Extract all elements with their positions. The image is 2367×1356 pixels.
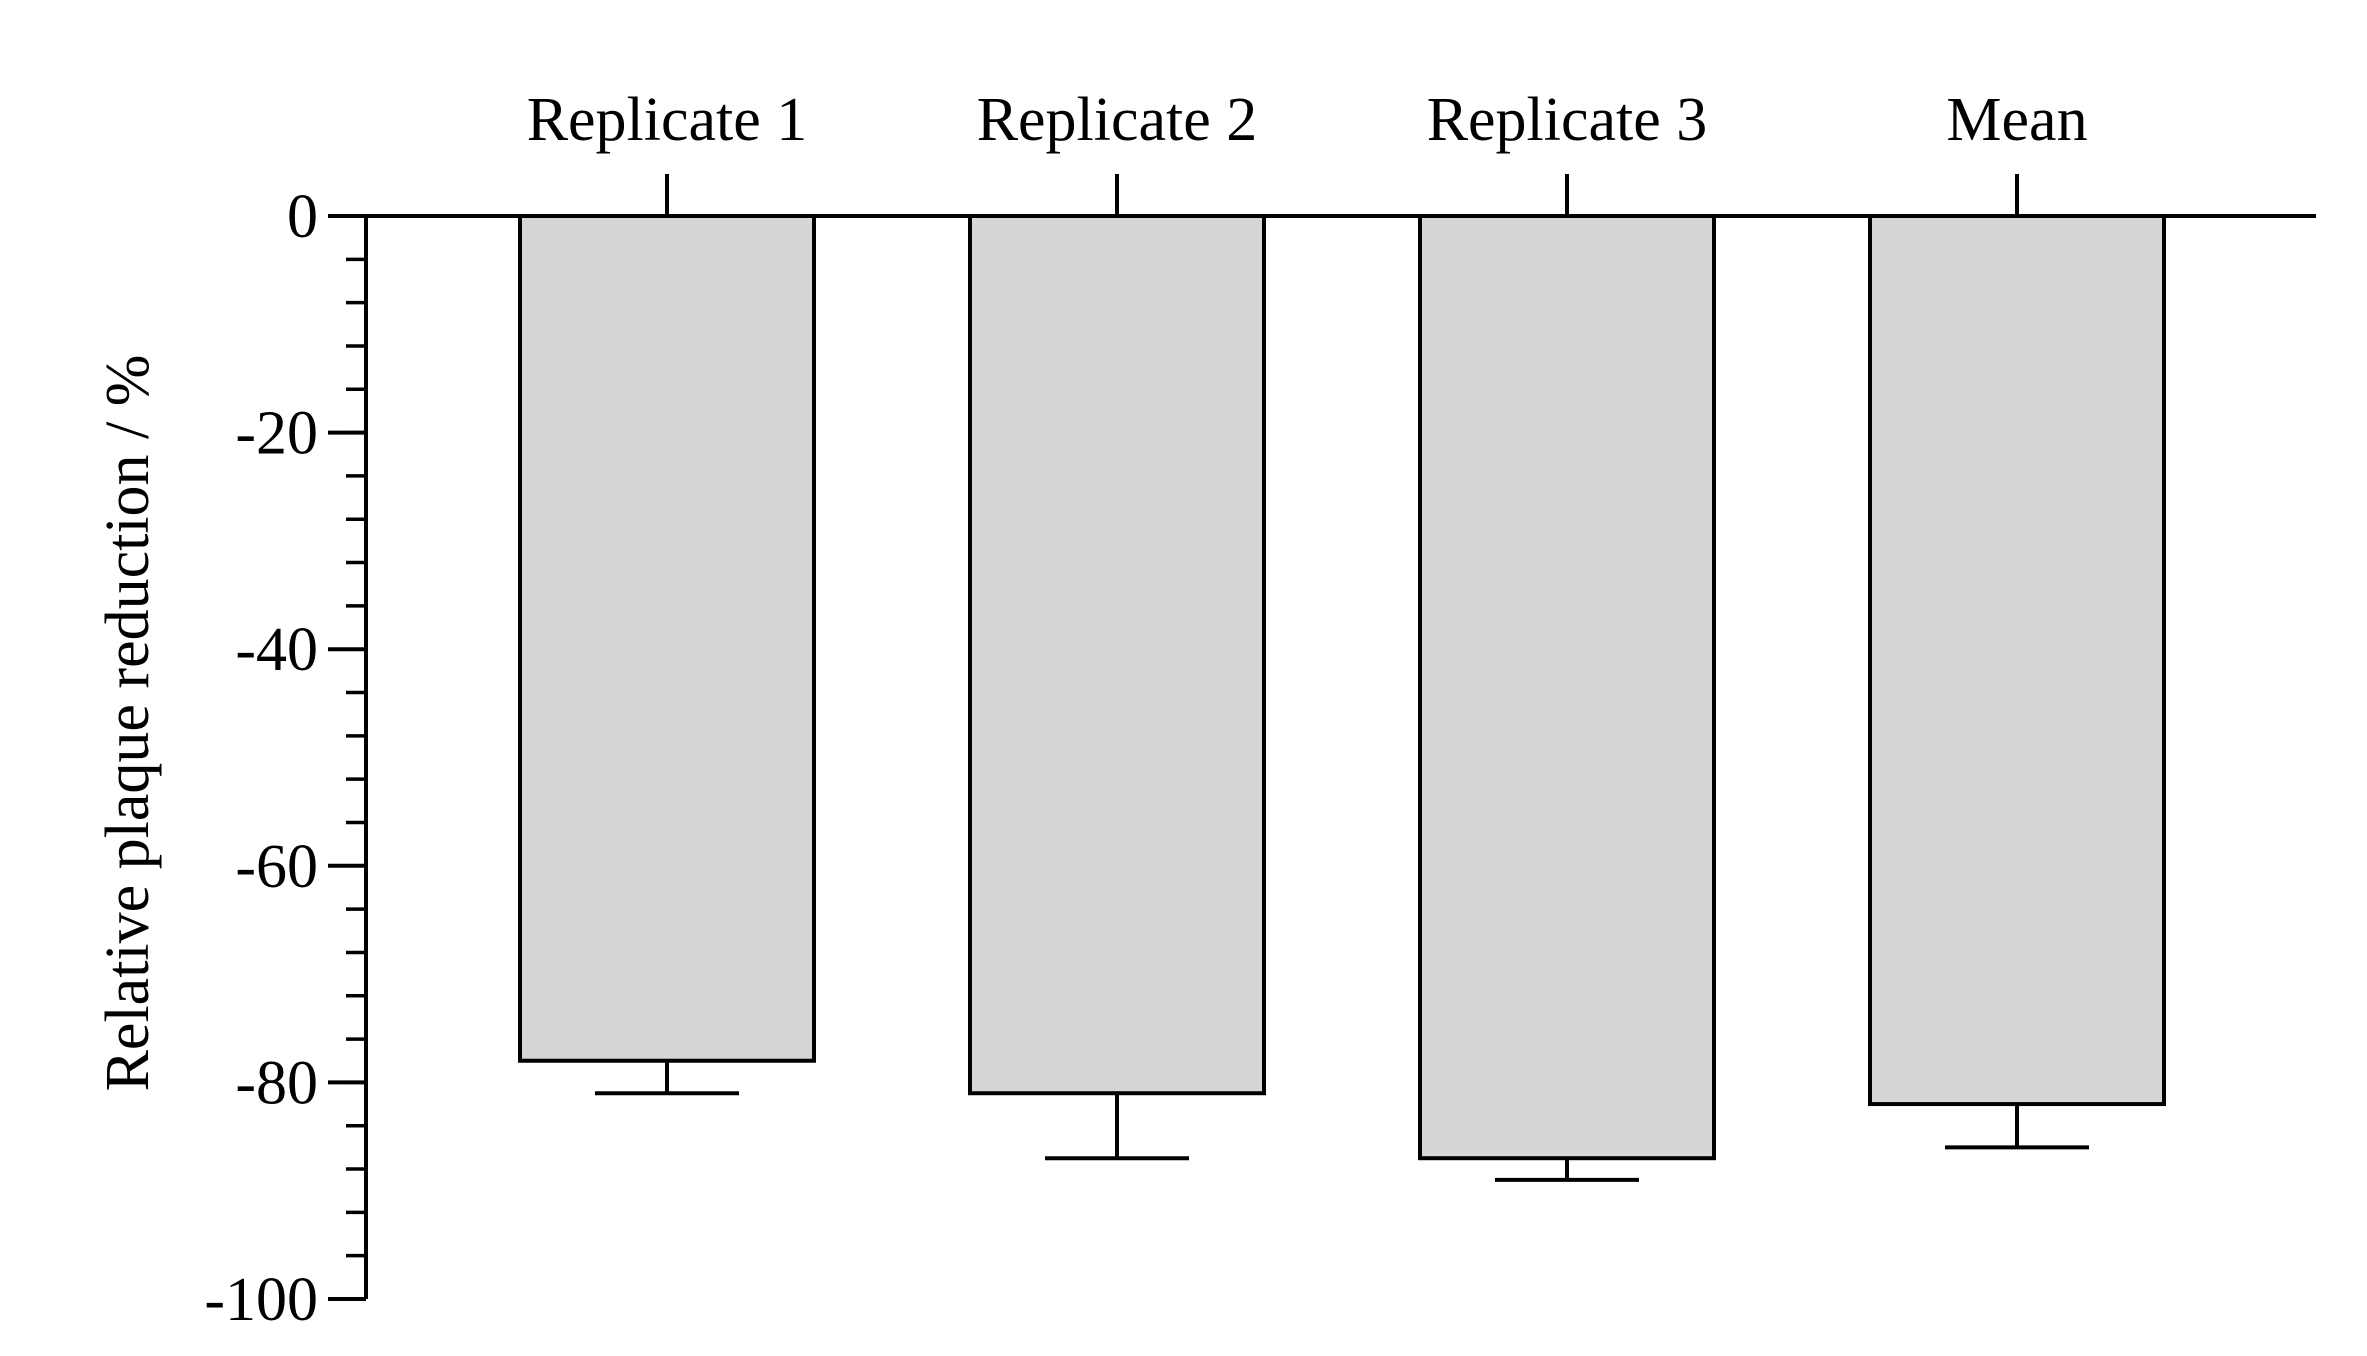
y-tick-label-2: -20 (235, 400, 318, 468)
y-tick-label-4: -60 (235, 833, 318, 901)
bar-2 (968, 214, 1266, 1096)
y-axis-label: Relative plaque reduction / % (94, 355, 162, 1092)
y-tick-label-3: -40 (235, 616, 318, 684)
labels-layer: Replicate 1 Replicate 2 Replicate 3 Mean 0 -2… (204, 86, 2087, 1334)
x-tick-label-3: Replicate 3 (1427, 86, 1708, 154)
axes-layer (328, 174, 2316, 1301)
y-tick-label-6: -100 (204, 1266, 318, 1334)
x-tick-label-4: Mean (1946, 86, 2087, 154)
x-tick-label-1: Replicate 1 (527, 86, 808, 154)
bars-layer (518, 214, 2166, 1182)
y-tick-label-5: -80 (235, 1049, 318, 1117)
bar-3 (1418, 214, 1716, 1161)
bar-1 (518, 214, 816, 1063)
y-tick-label-1: 0 (287, 183, 318, 251)
bar-4 (1868, 214, 2166, 1107)
x-tick-label-2: Replicate 2 (977, 86, 1258, 154)
